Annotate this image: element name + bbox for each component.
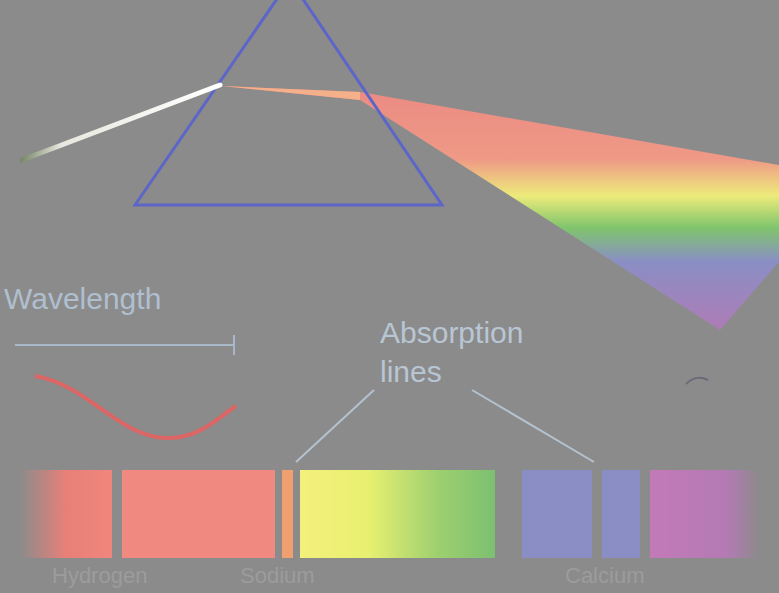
absorption-spectrum — [20, 470, 760, 558]
leader-line — [296, 390, 374, 462]
spectrum-beam — [222, 86, 779, 330]
axis-label: Wavelength — [4, 282, 161, 317]
callout-label: Absorption lines — [380, 313, 580, 391]
wavelength-tick — [233, 335, 235, 355]
element-label: Sodium — [240, 563, 315, 588]
element-label: Calcium — [565, 563, 644, 588]
prism — [135, 0, 442, 205]
element-label: Hydrogen — [52, 563, 147, 588]
beam-core — [222, 86, 360, 100]
leader-line — [472, 390, 594, 462]
wave — [35, 376, 236, 438]
white-light-beam — [22, 85, 220, 160]
wavelength-bar — [15, 344, 234, 346]
arc-mark — [686, 378, 708, 384]
